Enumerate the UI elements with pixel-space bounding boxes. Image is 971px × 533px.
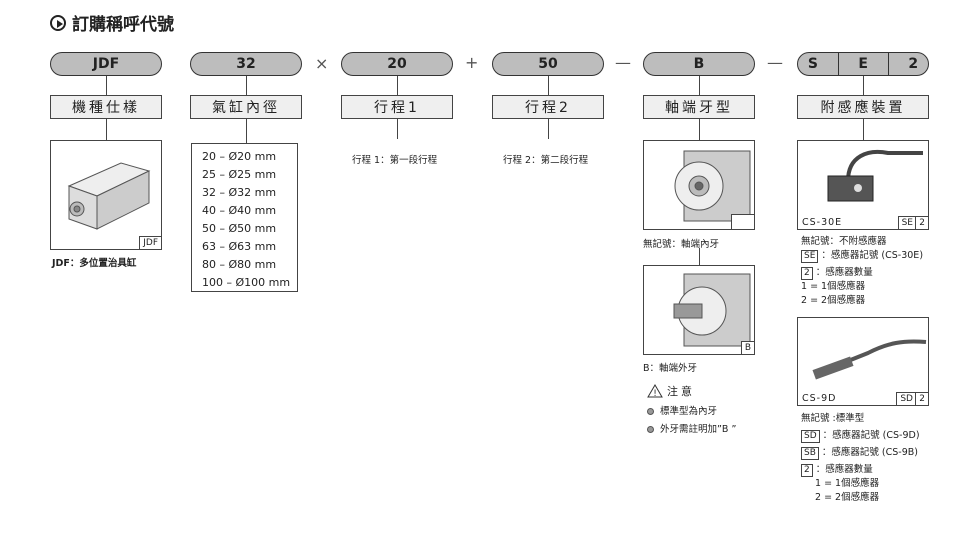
code-stroke2: 50 [492,52,604,76]
code-stroke1: 20 [341,52,453,76]
svg-text:!: ! [653,389,657,398]
sensor-30e-tag-a: SE [897,216,916,229]
bore-item: 25 – Ø25 mm [202,168,277,181]
sensor-30e-icon [827,150,923,202]
caution-heading: ! 注意 [647,383,695,399]
warning-icon: ! [647,384,663,398]
sensor-9d-icon [812,339,927,380]
label-model: 機種仕樣 [50,95,162,119]
caution-list: 標準型為內牙 外牙需註明加”B ” [647,405,736,437]
dash-sign-2: — [767,53,783,72]
thread-external-image: B [643,265,755,355]
bullet-icon [647,408,654,415]
bore-item: 100 – Ø100 mm [202,276,291,289]
label-sensor: 附感應裝置 [797,95,929,119]
sensor-30e-tag-b: 2 [915,216,928,229]
sensor-9d-legend: 無記號 :標準型 SD：感應器記號 (CS-9D) SB：感應器記號 (CS-9… [801,413,920,503]
stroke2-note: 行程 2：第二段行程 [503,155,589,166]
bore-item: 20 – Ø20 mm [202,150,277,163]
stroke1-note: 行程 1：第一段行程 [352,155,438,166]
times-sign: × [315,54,329,73]
model-tag: JDF [139,236,161,249]
thread-internal-image [643,140,755,230]
thread-b-caption: B：軸端外牙 [643,363,698,374]
sensor-30e-name: CS-30E [802,217,843,228]
code-e: E [858,56,868,72]
label-bore: 氣缸內徑 [190,95,302,119]
play-circle-icon [50,14,66,31]
thread-none-caption: 無記號：軸端內牙 [643,239,720,250]
sensor-9d-name: CS-9D [802,393,837,404]
code-s: S [807,56,818,72]
bore-list: 20 – Ø20 mm 25 – Ø25 mm 32 – Ø32 mm 40 –… [191,143,298,292]
label-stroke2: 行程2 [492,95,604,119]
cylinder-internal-icon [674,150,751,222]
page-title: 訂購稱呼代號 [50,10,174,35]
code-jdf: JDF [50,52,162,76]
label-thread: 軸端牙型 [643,95,755,119]
thread-b-tag: B [740,341,754,354]
sensor-30e-image: CS-30E SE 2 [797,140,929,230]
sensor-9d-tag-a: SD [896,392,916,405]
bore-item: 80 – Ø80 mm [202,258,277,271]
plus-sign: + [465,53,479,72]
model-caption: JDF：多位置治具缸 [52,258,137,269]
bore-item: 63 – Ø63 mm [202,240,277,253]
label-stroke1: 行程1 [341,95,453,119]
model-image-box: JDF [50,140,162,250]
bore-item: 50 – Ø50 mm [202,222,277,235]
bore-item: 32 – Ø32 mm [202,186,277,199]
code-sensor: S E 2 [797,52,929,76]
sensor-9d-tag-b: 2 [915,392,928,405]
sensor-9d-image: CS-9D SD 2 [797,317,929,406]
cylinder-external-icon [673,273,751,347]
cylinder-illustration [67,162,151,230]
dash-sign-1: — [615,53,631,72]
sensor-30e-legend: 無記號：不附感應器 SE：感應器記號 (CS-30E) 2：感應器數量 1 = … [801,236,924,306]
code-two: 2 [908,56,919,72]
bullet-icon [647,426,654,433]
code-bore: 32 [190,52,302,76]
bore-item: 40 – Ø40 mm [202,204,277,217]
code-thread: B [643,52,755,76]
